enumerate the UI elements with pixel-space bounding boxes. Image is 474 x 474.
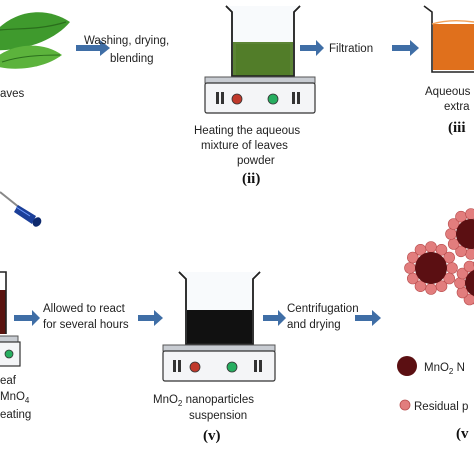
left-label-line2: MnO4 [0,391,30,405]
arrow-react-right [138,310,163,326]
residual-particle [426,242,437,253]
residual-particle [466,209,474,220]
residual-particle [447,263,458,274]
step-numeral-v: (v) [203,428,221,444]
suspension-label-line1: MnO2 nanoparticles [153,394,254,408]
step-numeral-ii: (ii) [242,171,260,187]
residual-particle [405,263,416,274]
arrow-centrifuge-left [263,310,286,326]
arrow-filtration-left [300,40,324,56]
react-label-line2: for several hours [43,319,129,331]
left-label-line1: eaf [0,375,17,387]
legend-residual-label: Residual p [414,401,468,413]
pipette-icon [0,192,43,228]
filtration-label: Filtration [329,43,373,55]
left-label-line3: eating [0,409,31,421]
centrifuge-label-line1: Centrifugation [287,303,359,315]
beaker-orange-icon [424,6,474,72]
residual-particle [455,278,466,289]
nanoparticle-cluster-icon [405,209,474,308]
heating-label-line2: mixture of leaves [201,140,288,152]
washing-label-line2: blending [110,53,153,65]
residual-particle [464,261,474,272]
legend-nanoparticle-label: MnO2 N [424,362,465,376]
hot-plate-icon [163,345,275,381]
residual-particle [466,249,474,260]
beaker-green-icon [226,6,300,76]
step-numeral-vi: (v [456,426,469,442]
react-label-line1: Allowed to react [43,303,126,315]
heating-label-line3: powder [237,155,275,167]
centrifuge-label-line2: and drying [287,319,341,331]
nanoparticle-core [415,252,447,284]
legend-residual-swatch [400,400,410,410]
washing-label-line1: Washing, drying, [84,35,169,47]
hot-plate-icon [205,77,315,113]
arrow-filtration-right [392,40,419,56]
aqueous-label-line2: extra [444,101,470,113]
aqueous-label-line1: Aqueous [425,86,471,98]
leaves-icon [0,12,70,69]
leaves-label: aves [0,88,25,100]
residual-particle [446,229,457,240]
step-numeral-iii: (iii [448,120,466,136]
residual-particle [426,284,437,295]
heating-label-line1: Heating the aqueous [194,125,300,137]
legend-nanoparticle-swatch [397,356,417,376]
arrow-react-left [14,310,40,326]
arrow-centrifuge-right [355,310,381,326]
beaker-black-icon [179,272,260,344]
suspension-label-line2: suspension [189,410,247,422]
